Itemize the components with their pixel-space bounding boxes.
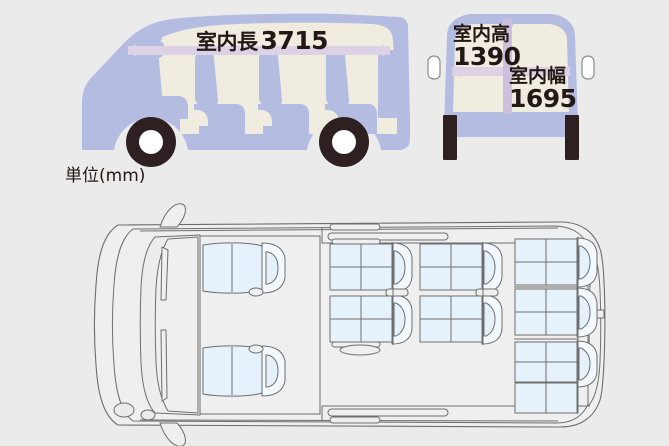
- rear-left-mirror-icon: [427, 55, 441, 80]
- side-seat-row-2: [194, 49, 245, 138]
- topview-door-rail-top: [321, 228, 590, 244]
- units-note: 単位(mm): [65, 166, 146, 186]
- topview-seat-group-front: [202, 242, 286, 397]
- rear-right-mirror-icon: [581, 55, 595, 80]
- side-lower-body-stripe: [82, 128, 112, 150]
- side-seat-row-3: [258, 47, 309, 138]
- topview-seat-fifth-right: [514, 382, 578, 414]
- side-seat-rear: [378, 50, 398, 118]
- rear-right-tire: [565, 115, 579, 160]
- side-view-vehicle: [82, 13, 410, 167]
- interior-width-kanji: 室内幅: [509, 65, 567, 87]
- topview-front-nub-top: [113, 402, 135, 418]
- topview-wiper-right-icon: [160, 329, 168, 402]
- interior-height-kanji: 室内高: [453, 23, 511, 45]
- rear-lower-body-stripe: [444, 114, 578, 132]
- interior-width-value: 1695: [509, 84, 577, 114]
- interior-width-label: 室内幅 1695: [509, 65, 577, 114]
- topview-seat-third-left: [419, 242, 503, 293]
- topview-door-grip-bottom: [329, 416, 381, 424]
- interior-height-value: 1390: [453, 42, 521, 72]
- interior-length-value: 3715: [260, 26, 329, 55]
- topview-seat-group-third: [419, 242, 503, 345]
- side-front-wheel: [126, 117, 176, 167]
- topview-seat-second-left: [329, 238, 413, 293]
- side-rear-wheel: [319, 117, 369, 167]
- topview-front-nub-bottom: [140, 409, 156, 421]
- topview-seat-group-rear: [514, 237, 598, 414]
- topview-door-handle-top: [327, 232, 449, 241]
- topview-seat-fourth-right: [514, 287, 598, 338]
- topview-door-grip-top: [329, 223, 381, 231]
- topview-wiper-left-icon: [160, 246, 169, 301]
- topview-seat-group-second: [329, 238, 413, 356]
- interior-length-measure-bar: [128, 44, 390, 57]
- interior-length-kanji: 室内長: [196, 30, 258, 54]
- topview-seat-fifth-left: [514, 340, 598, 388]
- topview-seat-front-left: [202, 242, 286, 297]
- topview-seat-second-right: [329, 294, 413, 356]
- topview-armrest-second: [385, 288, 409, 297]
- rear-left-tire: [443, 115, 457, 160]
- topview-mirror-top-icon: [159, 203, 186, 228]
- topview-seat-fourth-left: [514, 237, 598, 288]
- topview-door-handle-bottom: [327, 408, 449, 417]
- topview-seat-front-right: [202, 344, 286, 397]
- topview-armrest-third: [475, 288, 499, 297]
- interior-height-label: 室内高 1390: [453, 23, 521, 72]
- rear-view-vehicle: [427, 14, 595, 160]
- topview-mirror-bottom-icon: [159, 422, 186, 446]
- topview-seat-third-right: [419, 294, 503, 345]
- side-seat-driver: [132, 52, 188, 119]
- topview-door-rail-bottom: [321, 405, 590, 421]
- top-down-floor-plan: [93, 203, 606, 446]
